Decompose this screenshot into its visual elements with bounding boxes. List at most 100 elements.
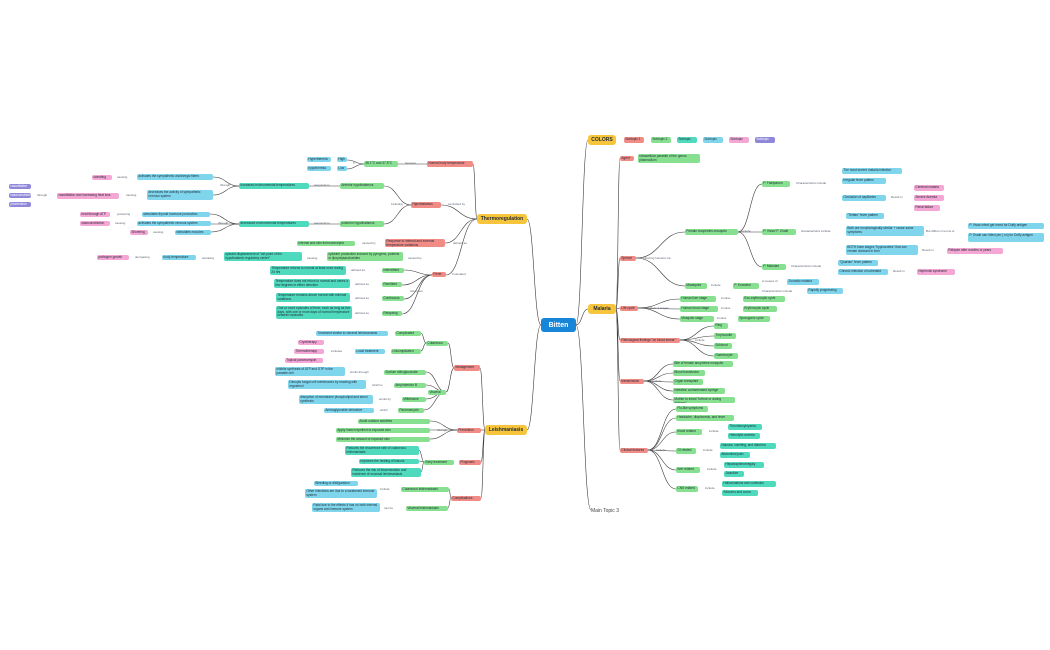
internal-node[interactable]: Internal and skin thermoreceptor — [297, 241, 355, 246]
falciparum-node[interactable]: P. Falciparum — [762, 181, 790, 187]
local-parom[interactable]: Topical paromomycin — [285, 358, 323, 363]
cont-def-node[interactable]: Temperature remains above normal with mi… — [276, 293, 350, 302]
milte-node[interactable]: Miltefosine — [402, 397, 426, 402]
cut-2[interactable]: Other infections are due to a weakened i… — [305, 489, 377, 498]
stage-blood[interactable]: Human blood stage — [680, 306, 718, 312]
type-continuous[interactable]: Continuous — [382, 296, 404, 301]
mal-trait-2[interactable]: Chronic infection of untreated — [838, 269, 888, 275]
trans-3[interactable]: Organ transplant — [673, 379, 703, 385]
normal-temp[interactable]: Normal body temperature — [427, 161, 473, 167]
increased-temp[interactable]: Increased environmental temperatures — [239, 183, 309, 189]
type-remittent[interactable]: Remittent — [382, 282, 402, 287]
management-node[interactable]: Management — [454, 365, 480, 371]
trans-5[interactable]: Mother to infant "before or during deliv… — [673, 397, 735, 403]
stim-thyroid[interactable]: stimulates thyroid hormone production — [142, 212, 210, 217]
clin-liver[interactable]: liver related — [676, 467, 700, 473]
zoonotic-node[interactable]: Zoonotic malaria — [787, 279, 819, 285]
lifecycle-node[interactable]: Life cycle — [620, 306, 638, 311]
rel-def-node[interactable]: One or more episodes of fever, each as l… — [276, 306, 352, 319]
cutaneous-node[interactable]: Cutaneous — [426, 341, 448, 346]
patho-node[interactable]: Pathological findings "on blood smear" — [620, 338, 680, 343]
pathogen-node[interactable]: pathogen growth — [97, 255, 129, 260]
prev-2[interactable]: Apply insect repellent to exposed skin — [336, 428, 430, 433]
rem-def-node[interactable]: Temperature does not return to normal an… — [274, 279, 350, 288]
pyrogens-node[interactable]: cytokine production induced by pyrogens,… — [327, 252, 403, 261]
local-thermo[interactable]: Thermotherapy — [294, 349, 324, 354]
color-swatch-cyan[interactable]: Subtopic — [703, 137, 723, 143]
stim-muscle[interactable]: stimulates muscles — [175, 230, 211, 235]
viv-trait-2[interactable]: Both are morphologically similar + cause… — [846, 226, 924, 236]
uncomplicated-node[interactable]: Uncomplicated — [391, 349, 421, 354]
high-node[interactable]: High — [337, 157, 347, 162]
spread-node[interactable]: Spread — [620, 256, 636, 261]
clin-gi[interactable]: GI related — [676, 448, 696, 454]
transmission-node[interactable]: transmission — [620, 379, 644, 384]
complicated-node[interactable]: Complicated — [395, 331, 421, 336]
type-relapsing[interactable]: Relapsing — [382, 311, 402, 316]
prev-1[interactable]: Avoid outdoor activities — [358, 419, 430, 424]
ampho-node[interactable]: Amphotericin B — [394, 383, 426, 388]
local-cryo[interactable]: Cryotherapy — [298, 340, 324, 345]
clin-flu[interactable]: Flu-like symptoms — [676, 406, 708, 412]
hypothermia[interactable]: hypothermia — [307, 166, 331, 171]
cycle-ery[interactable]: Erythrocytic cycle — [743, 306, 777, 312]
relapse-node[interactable]: Relapse after months or years — [947, 248, 1003, 254]
gi-1[interactable]: Nausea, vomiting, and diarrhea — [720, 443, 776, 449]
trans-2[interactable]: Blood transfusion — [673, 370, 705, 376]
mosquito-node[interactable]: Female Anopheles mosquito — [685, 229, 738, 235]
fal-trait-1[interactable]: The most severe malaria infection — [842, 168, 902, 174]
activates-fibers[interactable]: activates the sympathetic cholinergic fi… — [137, 174, 213, 180]
patho-schizont[interactable]: Schizont — [714, 343, 732, 349]
decreased-temp[interactable]: decreased environmental temperatures — [239, 221, 309, 227]
clinical-node[interactable]: Clinical features — [620, 448, 648, 453]
gi-2[interactable]: Abdominal pain — [720, 452, 750, 458]
color-swatch-pink[interactable]: Subtopic — [729, 137, 749, 143]
color-swatch-purple[interactable]: Subtopic — [755, 137, 775, 143]
temp-range[interactable]: 36.1°C and 37.5°C — [364, 161, 398, 167]
response-node[interactable]: Response to internal and external temper… — [385, 239, 445, 247]
malaria-topic[interactable]: Malaria — [588, 304, 616, 314]
rapid-node[interactable]: Rapidly progressing — [807, 288, 843, 294]
malariae-node[interactable]: P. Malariae — [762, 264, 786, 270]
thermo-topic[interactable]: Thermoregulation — [477, 214, 527, 224]
viv-trait-1[interactable]: "Tertian" fever pattern — [846, 213, 884, 219]
parom-desc[interactable]: Aminoglycoside derivative — [324, 408, 374, 413]
differs-2[interactable]: P. Ovale can infect per ( no) for Duffy … — [968, 233, 1044, 242]
prognosis-node[interactable]: Prognosis — [459, 460, 481, 465]
clin-headache[interactable]: Headache, diaphoresis, and fever — [676, 415, 734, 421]
prog-3[interactable]: Reduces the risk of dissemination and in… — [351, 468, 421, 477]
root-topic[interactable]: Bitten — [541, 318, 576, 332]
nephrotic-node[interactable]: Nephrotic syndrome — [917, 269, 955, 275]
parom-node[interactable]: Paromomycin — [398, 408, 424, 413]
ampho-desc[interactable]: Disrupts fungal cell membranes by reacti… — [288, 380, 366, 389]
patho-gameto[interactable]: Gametocyte — [714, 353, 738, 359]
agent-node[interactable]: Agent — [620, 156, 634, 161]
decreases-activity[interactable]: decreases the activity of sympathetic ne… — [147, 190, 213, 200]
differs-1[interactable]: P. Vivax infect get inved for Duffy anti… — [968, 223, 1044, 229]
hypothalamus[interactable]: Hypothalamus — [411, 202, 441, 208]
fal-trait-3[interactable]: Occlusion of capillaries — [842, 195, 886, 201]
fal-result-1[interactable]: Cerebral malaria — [914, 185, 944, 191]
stage-mosquito[interactable]: Mosquito stage — [680, 316, 714, 322]
trans-4[interactable]: Needles/ contaminated syringe — [673, 388, 725, 394]
blood-2[interactable]: Hemolytic anemia — [728, 433, 760, 439]
trans-1[interactable]: Bite of female anopheles mosquito — [673, 361, 733, 367]
cutaneous-l[interactable]: Cutaneous leishmaniasis — [401, 487, 449, 492]
patho-troph[interactable]: Trophozoite — [714, 333, 736, 339]
vasocon-node[interactable]: vasoconstriction — [80, 221, 110, 226]
similar-node[interactable]: Treatment similar to visceral leishmania… — [316, 331, 388, 336]
type-intermittent[interactable]: intermittent — [382, 268, 404, 273]
fal-result-2[interactable]: Severe Anemia — [914, 195, 944, 201]
color-swatch-teal[interactable]: Subtopic — [677, 137, 697, 143]
liver-2[interactable]: Jaundice — [724, 471, 744, 477]
vasodilation-node[interactable]: vasodilation and increasing heat loss — [57, 193, 119, 199]
upward-node[interactable]: upward displacement of "set point of the… — [224, 252, 302, 261]
prev-3[interactable]: Minimize the amount of exposed skin — [336, 437, 430, 442]
stage-liver[interactable]: Human liver stage — [680, 296, 716, 302]
main-topic-3[interactable]: Main Topic 3 — [591, 508, 619, 514]
vasodil-item-3[interactable]: piloerection — [9, 202, 31, 207]
cycle-spor[interactable]: Sporogonic cycle — [738, 316, 770, 322]
color-swatch-green[interactable]: Subtopic 2 — [651, 137, 671, 143]
patho-ring[interactable]: Ring — [714, 323, 728, 329]
prog-1[interactable]: Reduces the recurrence rate of cutaneous… — [345, 446, 419, 455]
